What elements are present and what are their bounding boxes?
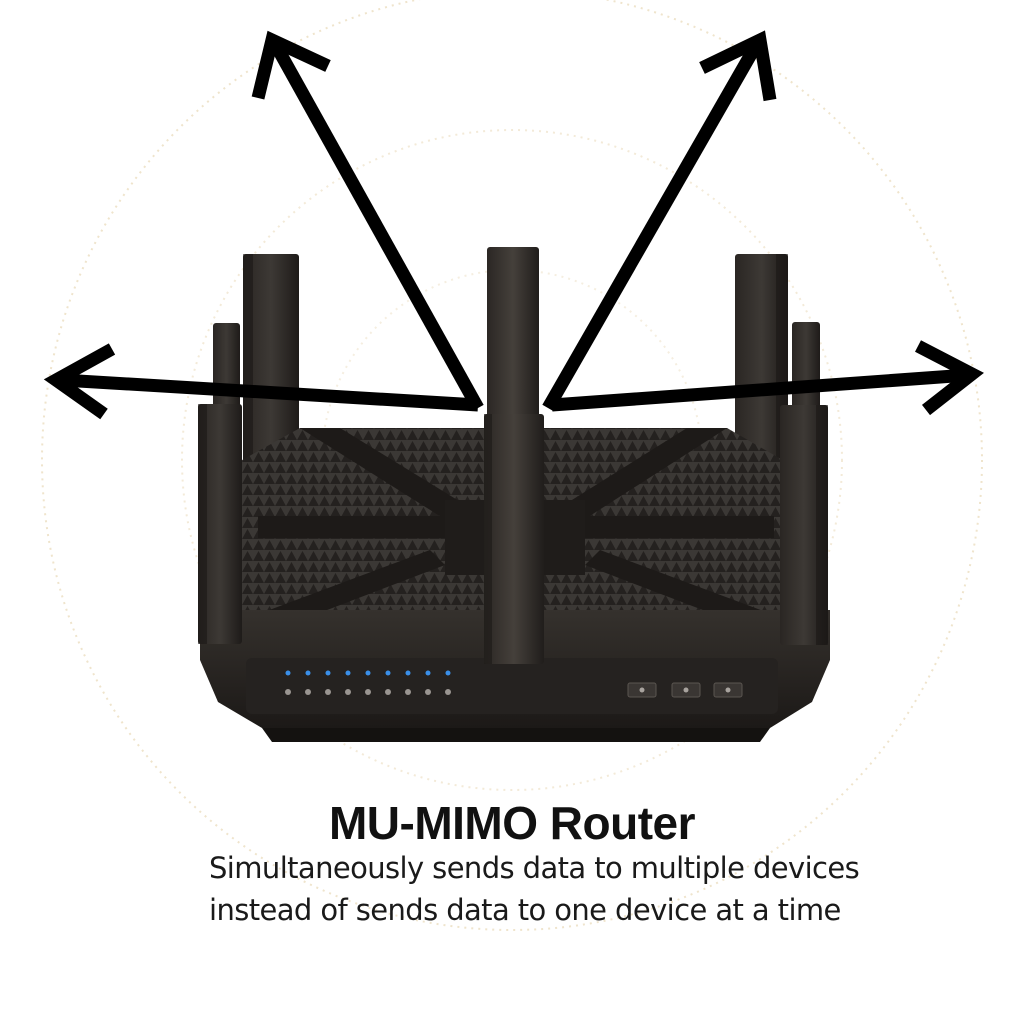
status-leds [285, 670, 451, 676]
arrow-right-icon [551, 340, 984, 416]
caption-line-2: instead of sends data to one device at a… [209, 893, 841, 927]
arrow-upper-right-icon [542, 30, 777, 412]
antenna-back-left [243, 254, 299, 464]
back-antennas [213, 247, 820, 464]
antenna-front-center [484, 414, 544, 664]
antenna-back-right [735, 254, 788, 464]
antenna-front-left [198, 404, 242, 644]
arrow-left-icon [43, 343, 479, 420]
front-buttons [627, 682, 743, 698]
caption-line-1: Simultaneously sends data to multiple de… [209, 851, 860, 885]
front-antennas [198, 404, 828, 664]
status-icons [285, 689, 451, 695]
antenna-back-far-right [792, 322, 820, 432]
router-body [200, 610, 830, 742]
caption-title: MU-MIMO Router [328, 797, 696, 849]
arrow-upper-left-icon [251, 30, 484, 412]
antenna-center-back [487, 247, 539, 427]
beam-arrows [43, 30, 984, 420]
